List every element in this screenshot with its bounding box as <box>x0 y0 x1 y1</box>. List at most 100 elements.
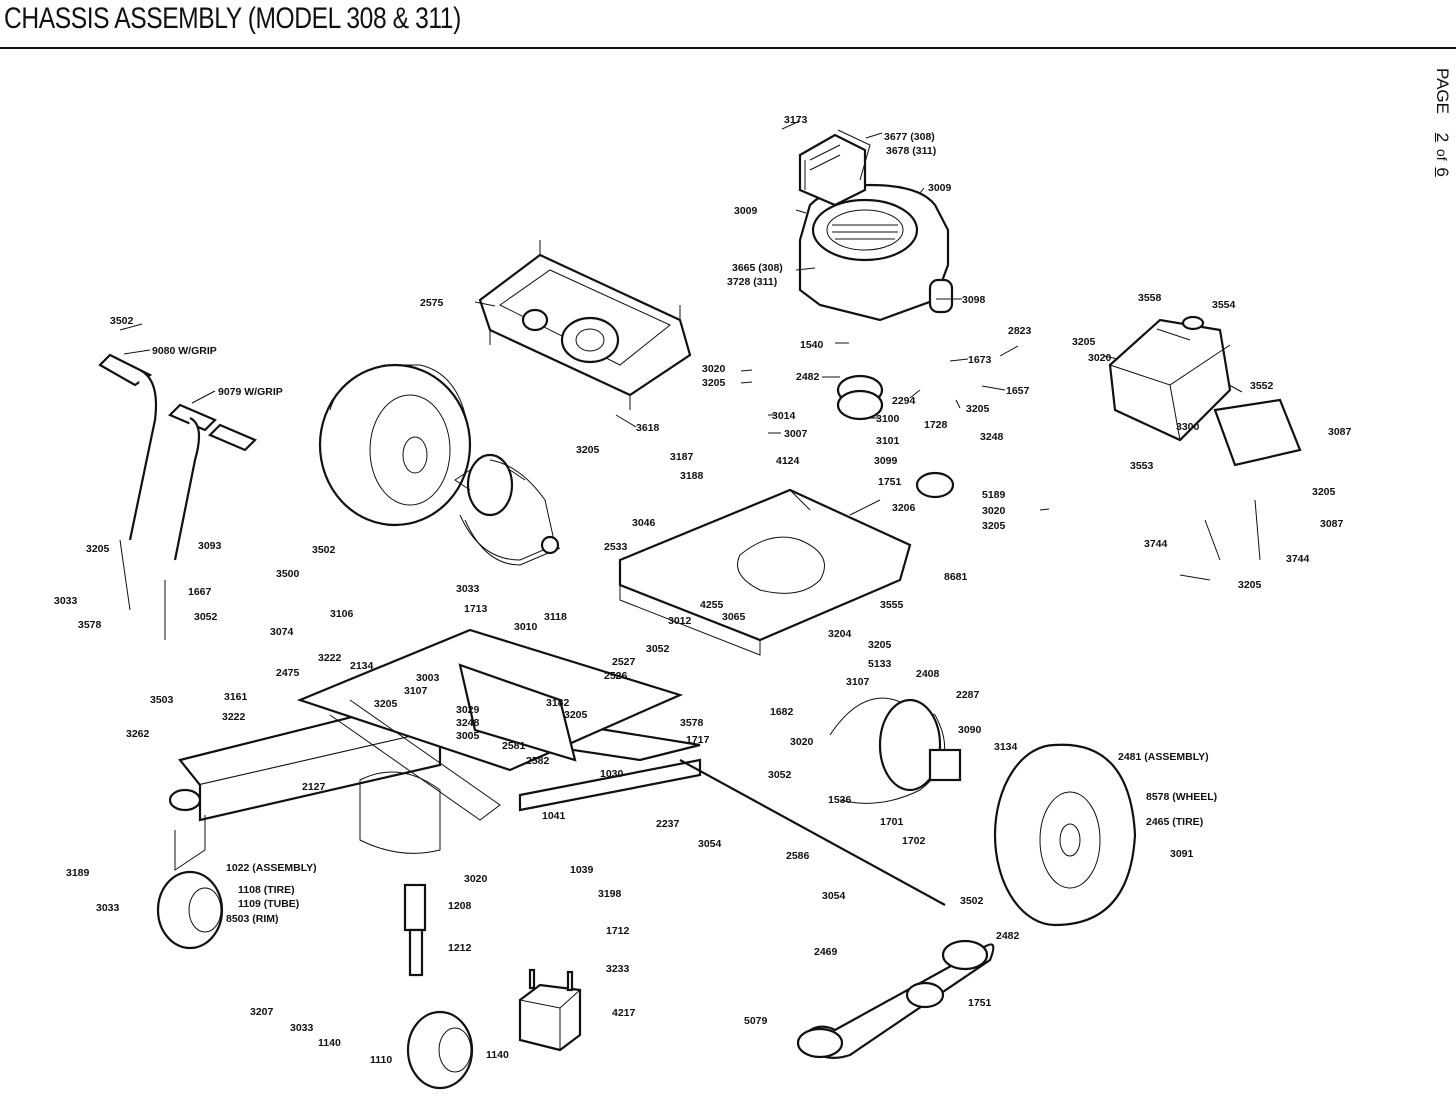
callout-label: 3020 <box>464 873 488 885</box>
callout-label: 3502 <box>110 315 134 327</box>
callout-label: 3204 <box>828 628 852 640</box>
callout-label: 3054 <box>698 838 722 850</box>
transmission <box>478 240 692 410</box>
engine-shroud <box>798 183 954 322</box>
callout-label: 3502 <box>312 544 336 556</box>
callout-label: 2527 <box>612 656 636 668</box>
callout-label: 3020 <box>790 736 814 748</box>
callout-label: 3033 <box>96 902 120 914</box>
callout-label: 3090 <box>958 724 982 736</box>
callout-label: 3222 <box>318 652 342 664</box>
callout-label: 9079 W/GRIP <box>218 386 283 398</box>
callout-label: 2581 <box>502 740 526 752</box>
callout-labels: 3173 3677 (308) 3678 (311) 3009 3009 366… <box>54 114 1352 1066</box>
callout-label: 3087 <box>1328 426 1352 438</box>
callout-label: 3003 <box>416 672 440 684</box>
callout-label: 8578 (WHEEL) <box>1146 791 1217 803</box>
callout-label: 3207 <box>250 1006 274 1018</box>
callout-label: 3065 <box>722 611 746 623</box>
callout-label: 3107 <box>404 685 428 697</box>
callout-label: 1728 <box>924 419 948 431</box>
leader-lines <box>119 120 1243 511</box>
engine-bracket <box>798 129 871 207</box>
callout-label: 1712 <box>606 925 630 937</box>
callout-label: 1108 (TIRE) <box>238 884 295 896</box>
callout-label: 2475 <box>276 667 300 679</box>
axle-sprocket <box>679 697 962 906</box>
callout-label: 3744 <box>1144 538 1168 550</box>
callout-label: 3206 <box>892 502 916 514</box>
drive-sprocket-and-chain <box>454 453 561 566</box>
callout-label: 3020 <box>1088 352 1112 364</box>
callout-label: 3033 <box>456 583 480 595</box>
callout-label: 3046 <box>632 517 656 529</box>
callout-label: 1109 (TUBE) <box>238 898 299 910</box>
steering-levers <box>98 353 257 640</box>
callout-label: 9080 W/GRIP <box>152 345 217 357</box>
callout-label: 3205 <box>564 709 588 721</box>
callout-label: 3553 <box>1130 460 1154 472</box>
callout-label: 2482 <box>996 930 1020 942</box>
frame-plate <box>618 488 912 656</box>
callout-label: 3502 <box>960 895 984 907</box>
callout-label: 3007 <box>784 428 808 440</box>
title-divider <box>0 47 1456 49</box>
callout-label: 1713 <box>464 603 488 615</box>
callout-label: 5189 <box>982 489 1006 501</box>
callout-label: 1212 <box>448 942 472 954</box>
callout-label: 1022 (ASSEMBLY) <box>226 862 317 874</box>
callout-label: 3014 <box>772 410 796 422</box>
callout-label: 3558 <box>1138 292 1162 304</box>
callout-label: 3033 <box>290 1022 314 1034</box>
callout-label: 1751 <box>878 476 902 488</box>
callout-label: 1701 <box>880 816 904 828</box>
callout-label: 3009 <box>928 182 952 194</box>
callout-label: 1682 <box>770 706 794 718</box>
callout-label: 3106 <box>330 608 354 620</box>
callout-label: 3101 <box>876 435 900 447</box>
callout-label: 3744 <box>1286 553 1310 565</box>
callout-label: 1030 <box>600 768 624 780</box>
callout-label: 1673 <box>968 354 992 366</box>
callout-label: 2823 <box>1008 325 1032 337</box>
callout-label: 3233 <box>606 963 630 975</box>
callout-label: 4124 <box>776 455 800 467</box>
callout-label: 3205 <box>982 520 1006 532</box>
callout-label: 3054 <box>822 890 846 902</box>
callout-label: 1667 <box>188 586 212 598</box>
callout-label: 3052 <box>646 643 670 655</box>
callout-label: 3189 <box>66 867 90 879</box>
callout-label: 3205 <box>702 377 726 389</box>
callout-label: 3222 <box>222 711 246 723</box>
callout-label: 3205 <box>576 444 600 456</box>
callout-label: 1702 <box>902 835 926 847</box>
callout-label: 3205 <box>86 543 110 555</box>
front-caster-left <box>156 788 224 950</box>
callout-label: 3188 <box>680 470 704 482</box>
callout-label: 3503 <box>150 694 174 706</box>
callout-label: 1110 <box>370 1054 392 1066</box>
callout-label: 3091 <box>1170 848 1194 860</box>
callout-label: 1657 <box>1006 385 1030 397</box>
callout-label: 2586 <box>786 850 810 862</box>
callout-label: 2481 (ASSEMBLY) <box>1118 751 1209 763</box>
callout-label: 3161 <box>224 691 248 703</box>
callout-label: 3173 <box>784 114 808 126</box>
callout-label: 3555 <box>880 599 904 611</box>
callout-label: 3099 <box>874 455 898 467</box>
callout-label: 3052 <box>194 611 218 623</box>
callout-label: 5133 <box>868 658 892 670</box>
callout-label: 4217 <box>612 1007 636 1019</box>
callout-label: 2134 <box>350 660 374 672</box>
callout-label: 3205 <box>966 403 990 415</box>
callout-label: 3100 <box>876 413 900 425</box>
callout-label: 3182 <box>546 697 570 709</box>
callout-label: 2127 <box>302 781 326 793</box>
callout-label: 3009 <box>734 205 758 217</box>
callout-label: 2408 <box>916 668 940 680</box>
front-caster-right <box>403 883 474 1090</box>
callout-label: 3020 <box>702 363 726 375</box>
callout-label: 1208 <box>448 900 472 912</box>
callout-label: 3500 <box>276 568 300 580</box>
callout-label: 1540 <box>800 339 824 351</box>
